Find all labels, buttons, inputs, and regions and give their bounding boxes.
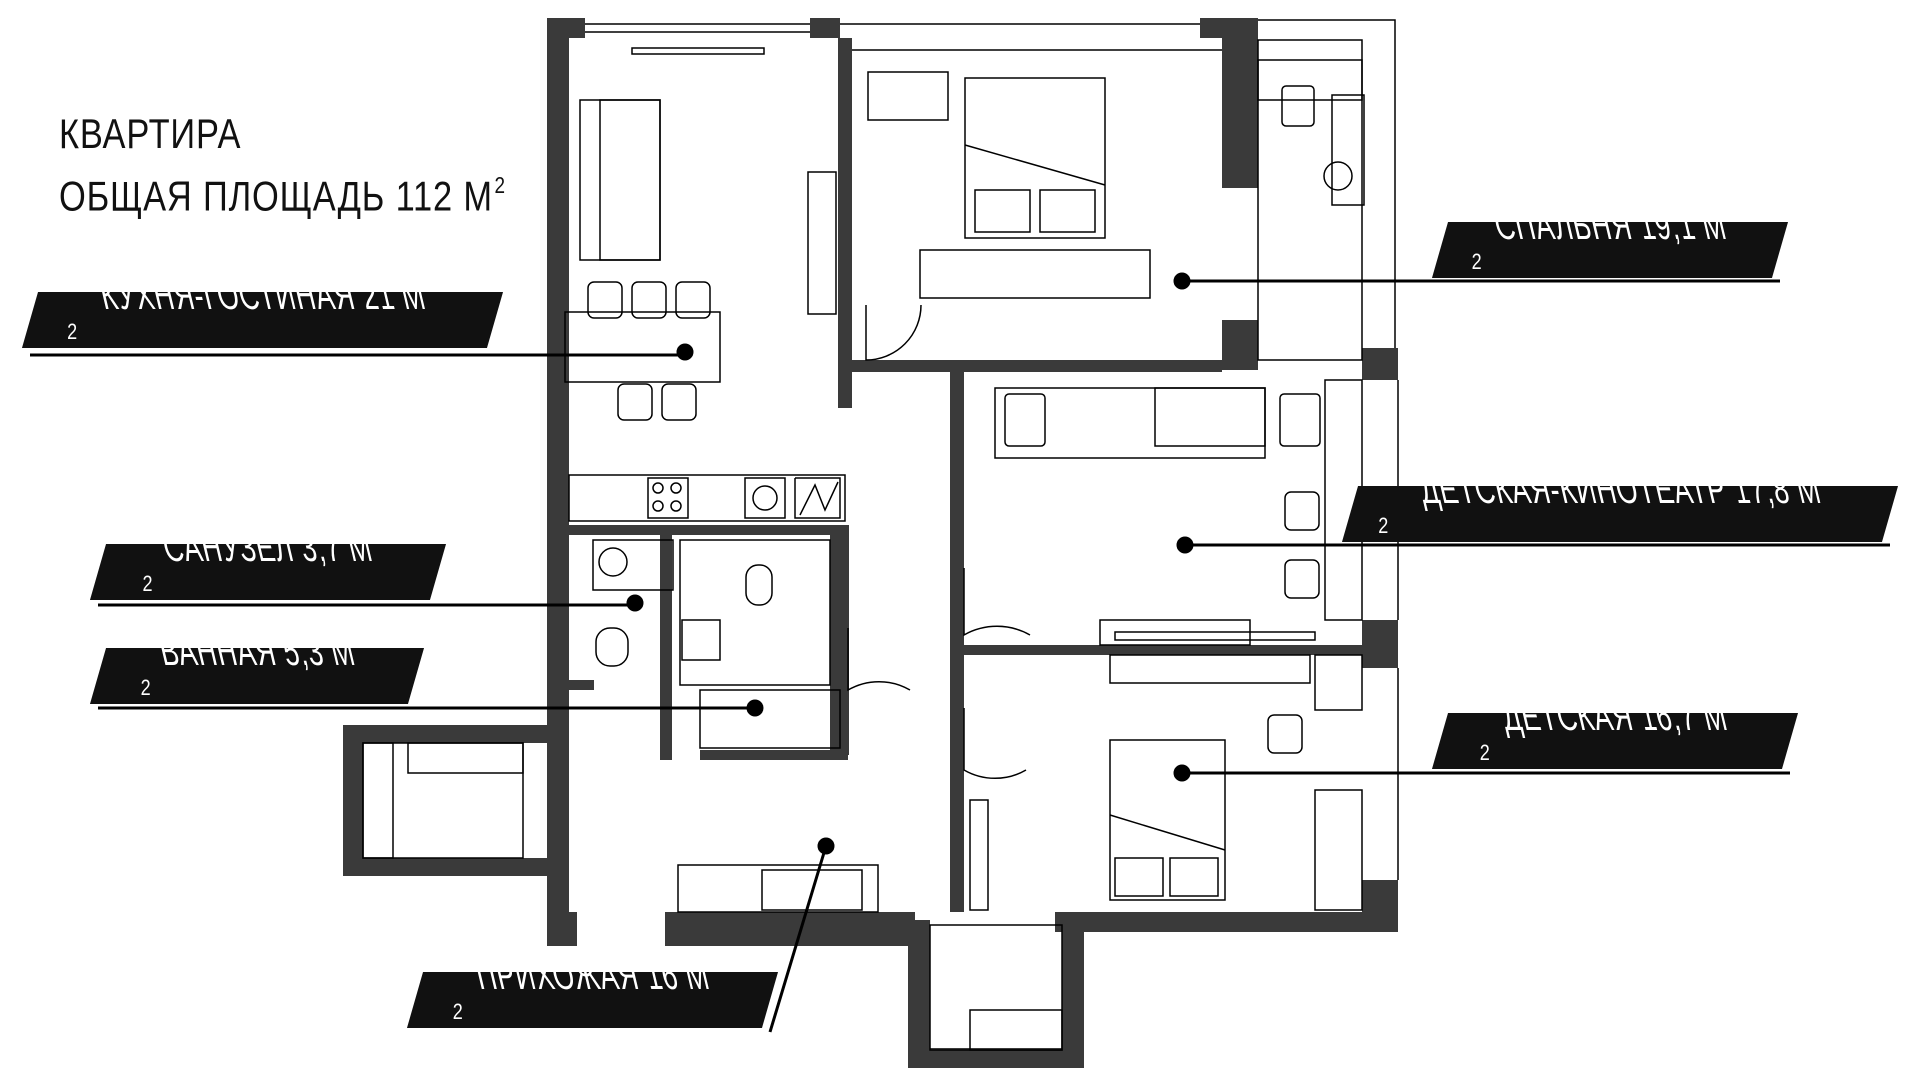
kitchen-dot [676,343,694,361]
total-area-text: ОБЩАЯ ПЛОЩАДЬ 112 М [59,172,493,220]
walls [343,18,1398,1068]
total-area-sup: 2 [494,172,506,198]
hall-dot [817,837,835,855]
leaders [30,272,1890,1033]
wc-dot [626,594,644,612]
kids-cinema-dot [1176,536,1194,554]
bedroom-dot [1173,272,1191,290]
total-area: ОБЩАЯ ПЛОЩАДЬ 112 М2 [59,172,506,220]
kids-dot [1173,764,1191,782]
bath-dot [746,699,764,717]
linework [362,19,1399,1051]
plan-title: КВАРТИРА [59,110,242,157]
